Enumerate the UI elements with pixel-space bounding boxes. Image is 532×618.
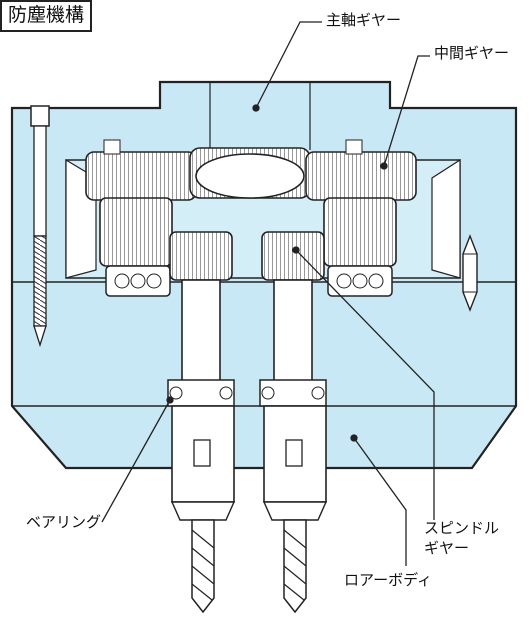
left-chuck xyxy=(170,405,236,521)
bearing-label: ベアリング xyxy=(26,513,102,531)
left-bearing-block xyxy=(105,265,171,297)
diagram-title: 防塵機構 xyxy=(0,0,93,32)
spindle-gear-label-line1: スピンドル xyxy=(424,519,500,537)
right-chuck xyxy=(262,405,328,521)
lower-body-label: ロアーボディ xyxy=(344,571,433,589)
right-shaft-bearing xyxy=(259,379,327,407)
right-spindle-gear xyxy=(261,231,325,281)
right-lower-gear xyxy=(323,197,397,267)
left-lower-gear xyxy=(99,197,173,267)
spindle-gear-label-line2: ギヤー xyxy=(424,539,470,557)
leader-lines xyxy=(101,21,435,566)
left-bolt xyxy=(30,105,50,348)
main-shaft-gear-label: 主軸ギヤー xyxy=(326,11,402,29)
left-spindle-gear xyxy=(169,231,233,281)
left-shaft-bearing xyxy=(167,379,235,407)
left-drill-bit xyxy=(191,519,215,614)
main-shaft-gear xyxy=(189,147,311,199)
right-spindle-shaft xyxy=(273,279,313,383)
right-bearing-block xyxy=(327,265,393,297)
right-drill-bit xyxy=(283,519,307,614)
intermediate-gear-label: 中間ギヤー xyxy=(434,44,510,62)
left-spindle-shaft xyxy=(181,279,221,383)
right-pin xyxy=(462,234,478,312)
